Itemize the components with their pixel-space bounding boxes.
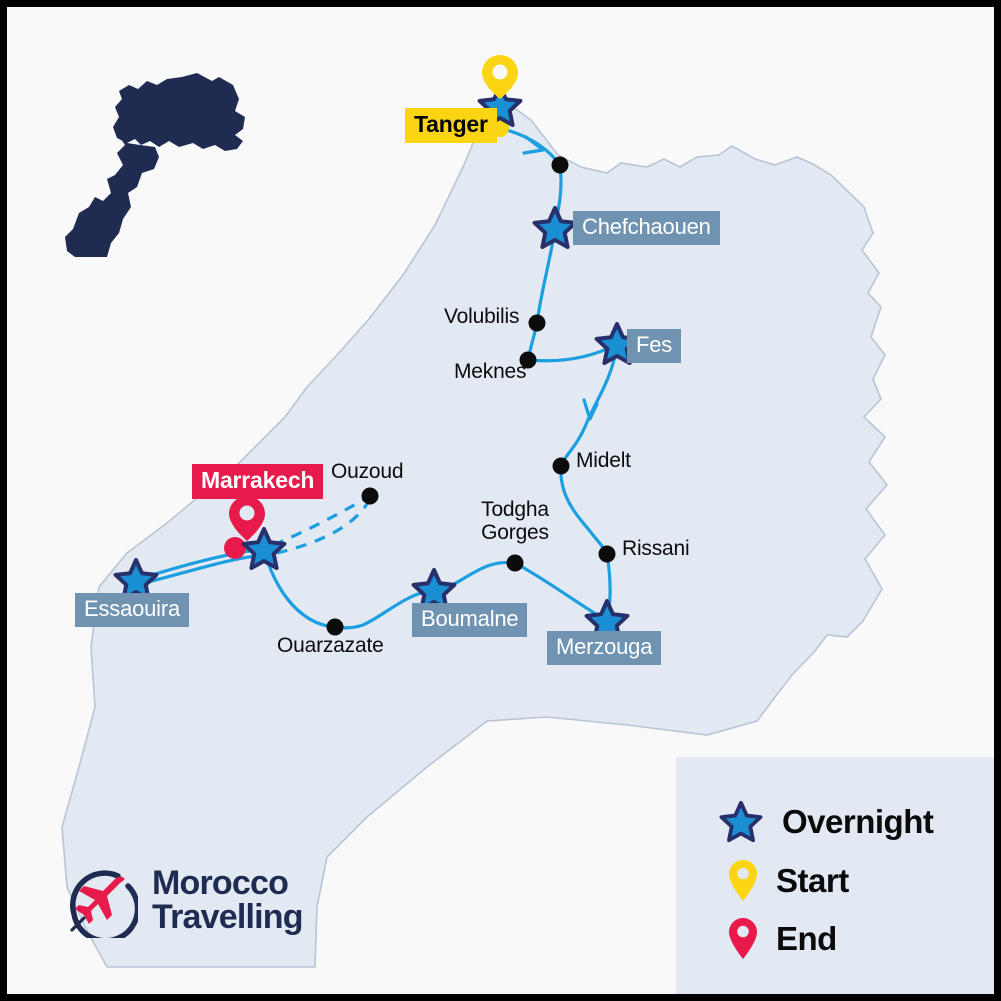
route-excursion-ouzoud [272, 494, 372, 555]
start-pin-hole-tanger [492, 64, 508, 80]
legend-item-end: End [728, 917, 837, 961]
star-icon [719, 800, 763, 843]
route-ouzoud-marrakech [276, 498, 372, 555]
label-todgha-line1: Todgha [481, 498, 549, 521]
route-fes-midelt [559, 342, 619, 468]
stop-dot-todgha-gorges [506, 554, 524, 572]
logo-line-2: Travelling [152, 898, 304, 936]
map-pin-icon [729, 860, 757, 901]
label-rissani: Rissani [622, 537, 690, 560]
label-todgha-gorges: Todgha Gorges [460, 498, 570, 544]
star-icon-boumalne[interactable] [411, 568, 457, 611]
label-ouarzazate: Ouarzazate [277, 634, 384, 657]
label-merzouga: Merzouga [547, 631, 662, 665]
legend-panel: Overnight Start End [676, 757, 994, 994]
legend-label-start: Start [776, 862, 849, 899]
map-svg [61, 55, 889, 968]
label-marrakech: Marrakech [192, 464, 324, 499]
label-fes: Fes [627, 329, 682, 363]
route-arrows [522, 135, 599, 421]
label-volubilis: Volubilis [444, 305, 520, 328]
map-canvas: Tanger Chefchaouen Volubilis Meknes Fes … [7, 7, 994, 994]
label-boumalne: Boumalne [412, 603, 528, 637]
label-tanger: Tanger [405, 108, 497, 143]
stop-dots [326, 156, 616, 636]
arrow-head-tanger [522, 135, 545, 155]
airplane-circle-icon [70, 870, 138, 938]
legend-item-overnight: Overnight [718, 799, 934, 845]
star-icon-marrakech[interactable] [241, 527, 287, 570]
label-midelt: Midelt [576, 449, 631, 472]
star-icon-chefchaouen[interactable] [532, 206, 578, 249]
map-pin-icon [729, 918, 757, 959]
stop-dot-tanger-route [551, 156, 569, 174]
label-essaouira: Essaouira [75, 593, 190, 627]
end-pin-hole-marrakech [239, 505, 255, 521]
stop-dot-midelt [552, 457, 570, 475]
arrow-head-fes [582, 398, 599, 421]
label-ouzoud: Ouzoud [331, 460, 404, 483]
stop-dot-rissani [598, 545, 616, 563]
legend-label-end: End [776, 920, 837, 957]
label-meknes: Meknes [454, 360, 527, 383]
inset-morocco-silhouette [65, 73, 245, 257]
logo-line-1: Morocco [152, 864, 289, 902]
legend-label-overnight: Overnight [782, 803, 934, 840]
stop-dot-meknes [519, 351, 537, 369]
star-icon-essaouira[interactable] [113, 558, 159, 601]
end-dot-marrakech [224, 537, 246, 559]
legend-item-start: Start [728, 859, 849, 903]
brand-logo: Morocco Travelling [62, 862, 304, 938]
stop-dot-ouzoud [361, 487, 379, 505]
stop-dot-ouarzazate [326, 618, 344, 636]
label-chefchaouen: Chefchaouen [573, 211, 720, 245]
morocco-landmass [61, 102, 889, 968]
label-todgha-line2: Gorges [481, 521, 549, 544]
brand-logo-text: Morocco Travelling [152, 864, 304, 936]
stop-dot-volubilis [528, 314, 546, 332]
